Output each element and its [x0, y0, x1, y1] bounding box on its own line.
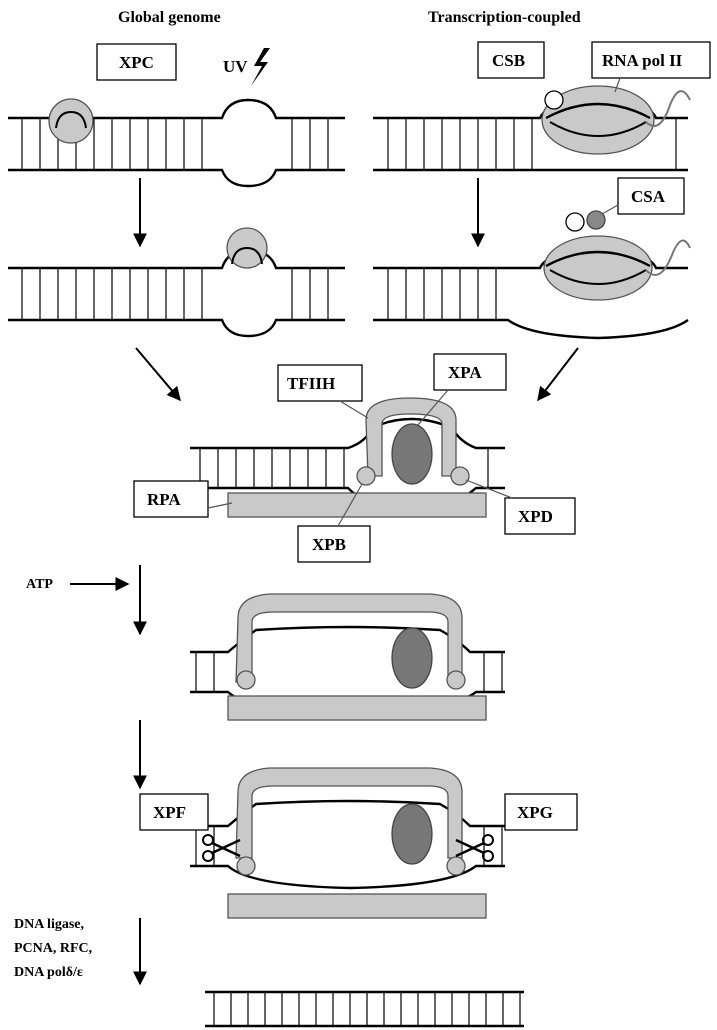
- csb-label: CSB: [492, 51, 525, 70]
- rpa-protein-3: [228, 894, 486, 918]
- xpb-label: XPB: [312, 535, 346, 554]
- xpa-protein-2: [392, 628, 432, 688]
- dna-repaired: [205, 992, 524, 1026]
- csb-protein-2: [566, 213, 584, 231]
- atp-label: ATP: [26, 577, 53, 592]
- rpa-label: RPA: [147, 490, 181, 509]
- csa-leader: [602, 205, 618, 214]
- header-transcription-coupled: Transcription-coupled: [428, 9, 581, 26]
- rpa-protein: [228, 493, 486, 517]
- arrow-global-to-merge: [136, 348, 180, 400]
- final-step-line3: DNA polδ/ε: [14, 965, 83, 980]
- xpg-label: XPG: [517, 803, 553, 822]
- header-global-genome: Global genome: [118, 9, 221, 26]
- xpd-label: XPD: [518, 507, 553, 526]
- scissors-left-icon: [203, 835, 240, 861]
- xpc-protein: [49, 99, 93, 143]
- rpa-protein-2: [228, 696, 486, 720]
- xpd-protein-3: [447, 857, 465, 875]
- arrow-tc-to-merge: [538, 348, 578, 400]
- xpd-protein-2: [447, 671, 465, 689]
- uv-label: UV: [223, 57, 248, 76]
- tfiih-label: TFIIH: [287, 374, 335, 393]
- csb-protein: [545, 91, 563, 109]
- xpc-label: XPC: [119, 53, 154, 72]
- xpf-label: XPF: [153, 803, 186, 822]
- xpa-protein: [392, 424, 432, 484]
- xpa-protein-3: [392, 804, 432, 864]
- xpd-protein: [451, 467, 469, 485]
- xpb-protein-3: [237, 857, 255, 875]
- tfiih-leader: [340, 401, 368, 418]
- xpa-label: XPA: [448, 363, 482, 382]
- csa-label: CSA: [631, 187, 666, 206]
- xpb-protein: [357, 467, 375, 485]
- dna-global-2: [8, 250, 345, 336]
- final-step-line2: PCNA, RFC,: [14, 941, 92, 956]
- xpc-bound: [227, 228, 267, 268]
- rna-pol-ii-complex-1: [542, 86, 690, 154]
- final-step-line1: DNA ligase,: [14, 917, 84, 932]
- uv-lightning-icon: [251, 48, 270, 86]
- xpb-protein-2: [237, 671, 255, 689]
- rnapol-label: RNA pol II: [602, 51, 683, 70]
